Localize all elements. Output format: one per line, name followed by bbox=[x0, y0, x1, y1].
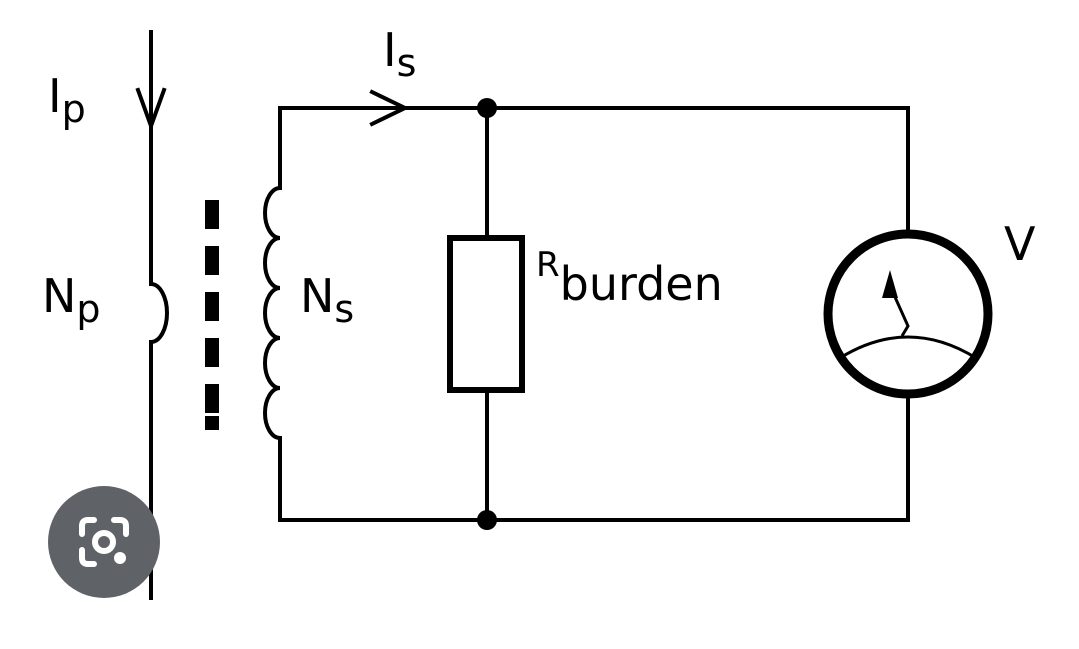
junction-dot-top bbox=[477, 98, 497, 118]
primary-current-arrow bbox=[135, 87, 167, 132]
burden-resistor bbox=[447, 235, 525, 393]
burden-label: Rburden bbox=[536, 245, 723, 311]
junction-dot-bottom bbox=[477, 510, 497, 530]
voltmeter-needle bbox=[888, 285, 910, 337]
primary-turns-label: Np bbox=[42, 269, 101, 331]
primary-current-label: Ip bbox=[48, 69, 86, 131]
secondary-winding bbox=[263, 106, 282, 522]
transformer-core bbox=[205, 200, 219, 430]
secondary-current-arrow bbox=[369, 89, 410, 127]
lens-search-button[interactable] bbox=[48, 486, 160, 598]
primary-conductor bbox=[149, 30, 169, 600]
voltmeter-needle-tip bbox=[882, 270, 898, 298]
voltmeter-label: V bbox=[1004, 217, 1036, 271]
secondary-current-label: Is bbox=[383, 23, 416, 85]
voltmeter bbox=[823, 229, 993, 399]
camera-search-icon bbox=[48, 486, 160, 598]
secondary-turns-label: Ns bbox=[300, 269, 354, 331]
voltmeter-scale-arc bbox=[839, 335, 977, 360]
